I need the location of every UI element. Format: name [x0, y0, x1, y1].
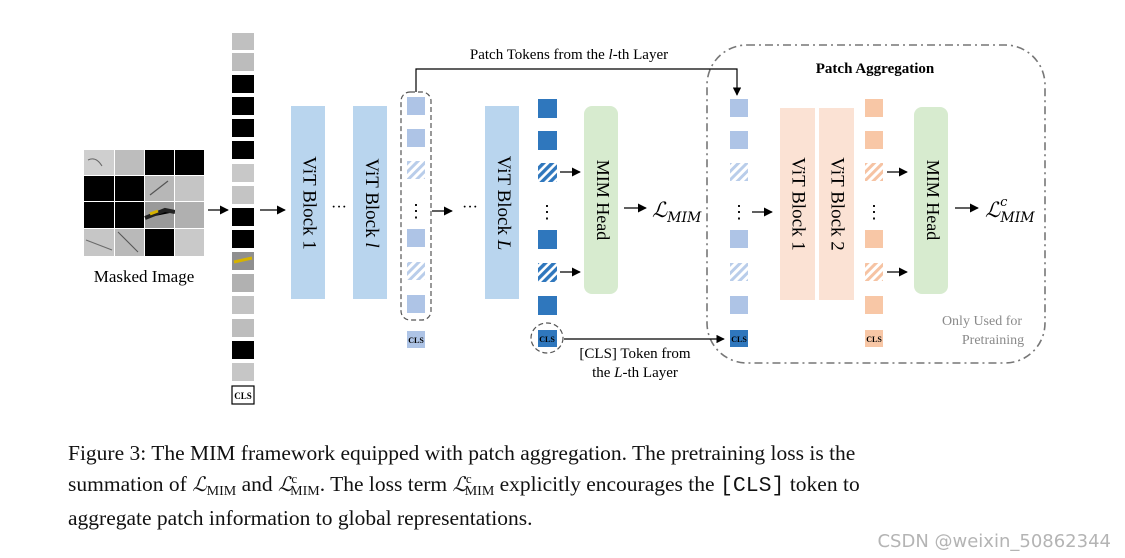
layer-l-cls-label: CLS — [408, 336, 424, 345]
agg-mim-head — [914, 107, 948, 294]
vit-block-1-label: ViT Block 1 — [299, 156, 320, 250]
masked-image — [84, 150, 204, 256]
ellipsis-v-3: ⋮ — [730, 202, 748, 222]
csdn-watermark: CSDN @weixin_50862344 — [877, 531, 1111, 552]
ellipsis-h-2: ··· — [462, 199, 478, 216]
strip-cls-label: CLS — [234, 391, 252, 401]
vit-block-L-label: ViT Block L — [493, 156, 514, 251]
aggregation-output-tokens — [865, 99, 883, 347]
ellipsis-v-4: ⋮ — [865, 202, 883, 222]
mim-head — [584, 106, 618, 294]
layer-L-tokens — [538, 99, 557, 347]
agg-vit-block-1-label: ViT Block 1 — [788, 157, 809, 251]
output-cls-label: CLS — [866, 335, 882, 344]
agg-mim-head-label: MIM Head — [923, 160, 943, 240]
agg-vit-block-2 — [819, 108, 854, 300]
vit-block-l-label: ViT Block l — [361, 158, 382, 247]
masked-image-label: Masked Image — [94, 267, 195, 286]
ellipsis-h-1: ··· — [331, 199, 347, 216]
layer-l-token-group — [400, 91, 432, 321]
ellipsis-v-2: ⋮ — [538, 202, 556, 222]
mim-framework-diagram: Patch Aggregation Masked I — [84, 33, 1046, 405]
only-used-label-2: Pretraining — [962, 333, 1024, 348]
figure-caption: Figure 3: The MIM framework equipped wit… — [68, 440, 1033, 531]
cls-connector-label-2: the L-th Layer — [592, 365, 678, 381]
aggregation-cls-label: CLS — [731, 335, 747, 344]
vit-block-1 — [291, 106, 325, 299]
aggregation-input-tokens — [730, 99, 748, 347]
ellipsis-v-1: ⋮ — [407, 201, 425, 221]
patch-token-connector — [415, 68, 742, 96]
loss-mim: ℒMIM — [652, 198, 702, 226]
only-used-label-1: Only Used for — [942, 314, 1022, 329]
vit-block-l — [353, 106, 387, 299]
patch-aggregation-region — [706, 44, 1046, 364]
patch-token-strip — [231, 33, 255, 405]
agg-vit-block-1 — [780, 108, 815, 300]
caption-line-1: Figure 3: The MIM framework equipped wit… — [68, 441, 856, 465]
mim-head-label: MIM Head — [593, 160, 613, 240]
top-connector-label: Patch Tokens from the l-th Layer — [470, 47, 668, 63]
layer-l-tokens — [407, 97, 425, 348]
caption-line-2: summation of ℒMIM and ℒcMIM. The loss te… — [68, 471, 860, 499]
caption-line-3: aggregate patch information to global re… — [68, 506, 533, 530]
layer-L-cls-label: CLS — [539, 335, 555, 344]
patch-aggregation-title: Patch Aggregation — [816, 61, 935, 77]
layer-L-cls-highlight — [530, 322, 564, 354]
agg-vit-block-2-label: ViT Block 2 — [827, 157, 848, 251]
vit-block-L — [485, 106, 519, 299]
cls-connector-label-1: [CLS] Token from — [579, 346, 690, 362]
